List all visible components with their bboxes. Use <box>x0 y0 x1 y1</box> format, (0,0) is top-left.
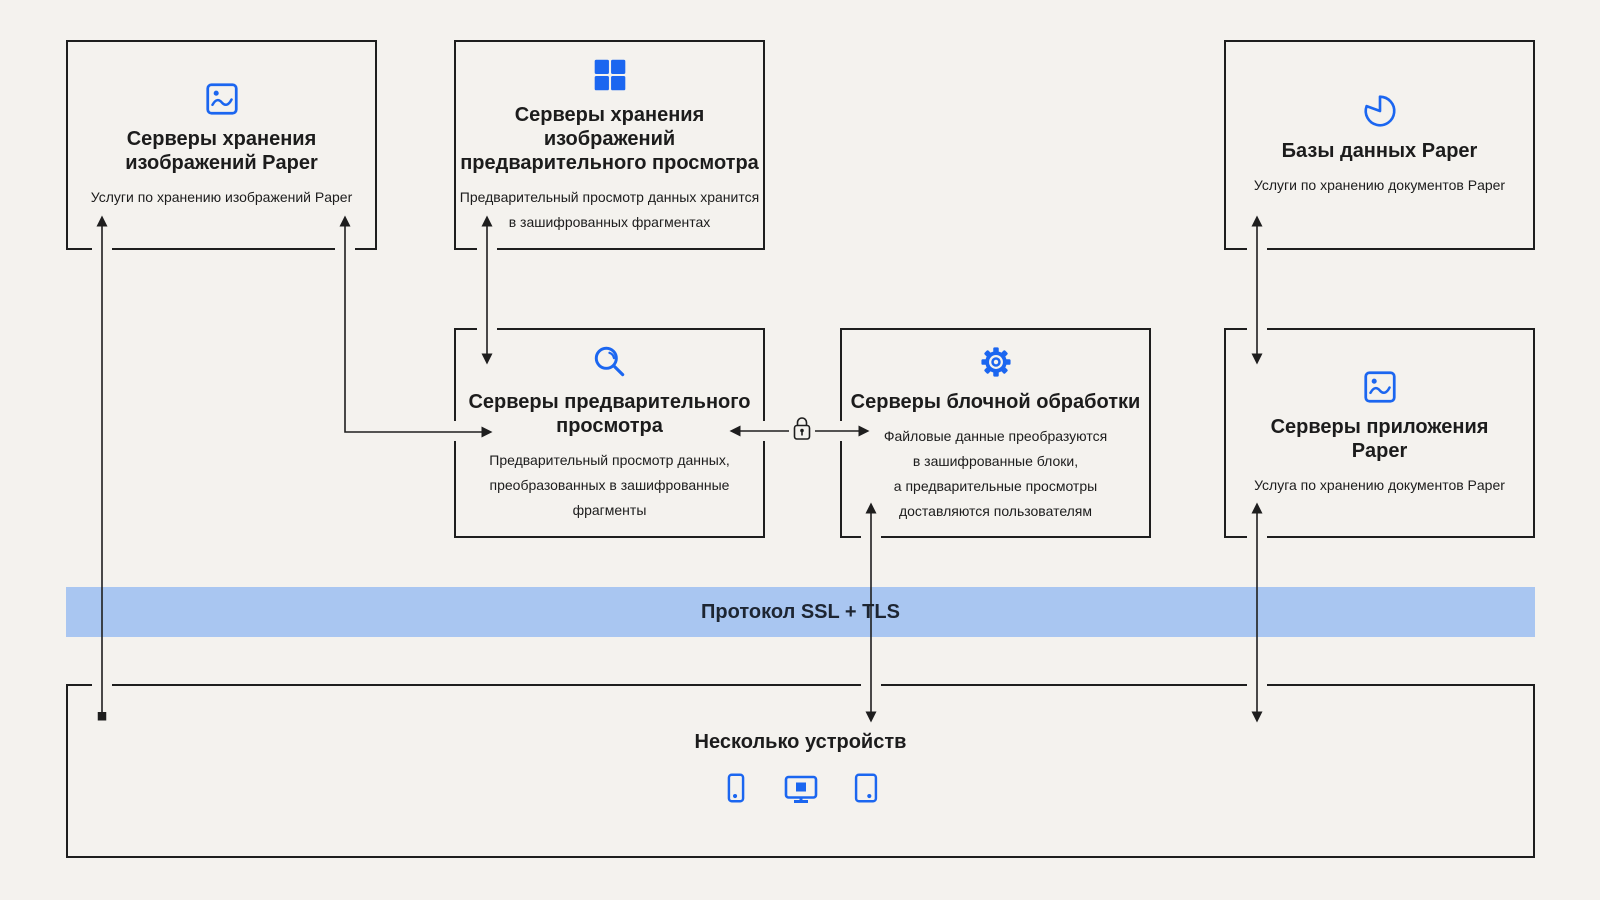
box-title: Серверы хранения изображений предварител… <box>460 103 759 174</box>
box-subtitle: Услуги по хранению изображений Paper <box>90 189 353 205</box>
grid-icon <box>591 56 629 94</box>
box-subtitle: Файловые данные преобразуются в зашифров… <box>883 427 1108 519</box>
device-icons <box>719 770 883 811</box>
image-icon <box>1361 368 1399 406</box>
image-icon <box>203 80 241 118</box>
tablet-icon <box>849 771 883 810</box>
smartphone-icon <box>719 771 753 810</box>
box-title: Базы данных Paper <box>1281 140 1478 162</box>
box-title: Серверы блочной обработки <box>850 390 1141 413</box>
connector-image-storage-devices <box>96 215 108 721</box>
ssl-tls-protocol-bar: Протокол SSL + TLS <box>66 587 1535 637</box>
box-image-storage-servers: Серверы хранения изображений Paper Услуг… <box>66 40 377 250</box>
box-title: Серверы предварительного просмотра <box>468 391 751 437</box>
monitor-icon <box>783 770 819 811</box>
box-subtitle: Предварительный просмотр данных хранится… <box>459 188 760 230</box>
box-block-processing-servers: Серверы блочной обработки Файловые данны… <box>840 328 1151 538</box>
box-subtitle: Услуги по хранению документов Paper <box>1253 177 1506 193</box>
search-icon <box>591 343 629 381</box>
box-preview-servers: Серверы предварительного просмотра Предв… <box>454 328 765 538</box>
pie-chart-icon <box>1361 92 1399 130</box>
devices-title: Несколько устройств <box>694 731 907 753</box>
box-title: Серверы приложения Paper <box>1270 416 1489 462</box>
box-databases: Базы данных Paper Услуги по хранению док… <box>1224 40 1535 250</box>
ssl-tls-protocol-label: Протокол SSL + TLS <box>701 600 900 623</box>
gear-icon <box>977 343 1015 381</box>
devices-box: Несколько устройств <box>66 684 1535 858</box>
box-subtitle: Услуга по хранению документов Paper <box>1254 477 1505 493</box>
box-preview-image-storage-servers: Серверы хранения изображений предварител… <box>454 40 765 250</box>
box-subtitle: Предварительный просмотр данных, преобра… <box>489 452 730 518</box>
box-title: Серверы хранения изображений Paper <box>125 128 318 174</box>
lock-icon <box>793 417 811 440</box>
box-app-servers: Серверы приложения Paper Услуга по хране… <box>1224 328 1535 538</box>
